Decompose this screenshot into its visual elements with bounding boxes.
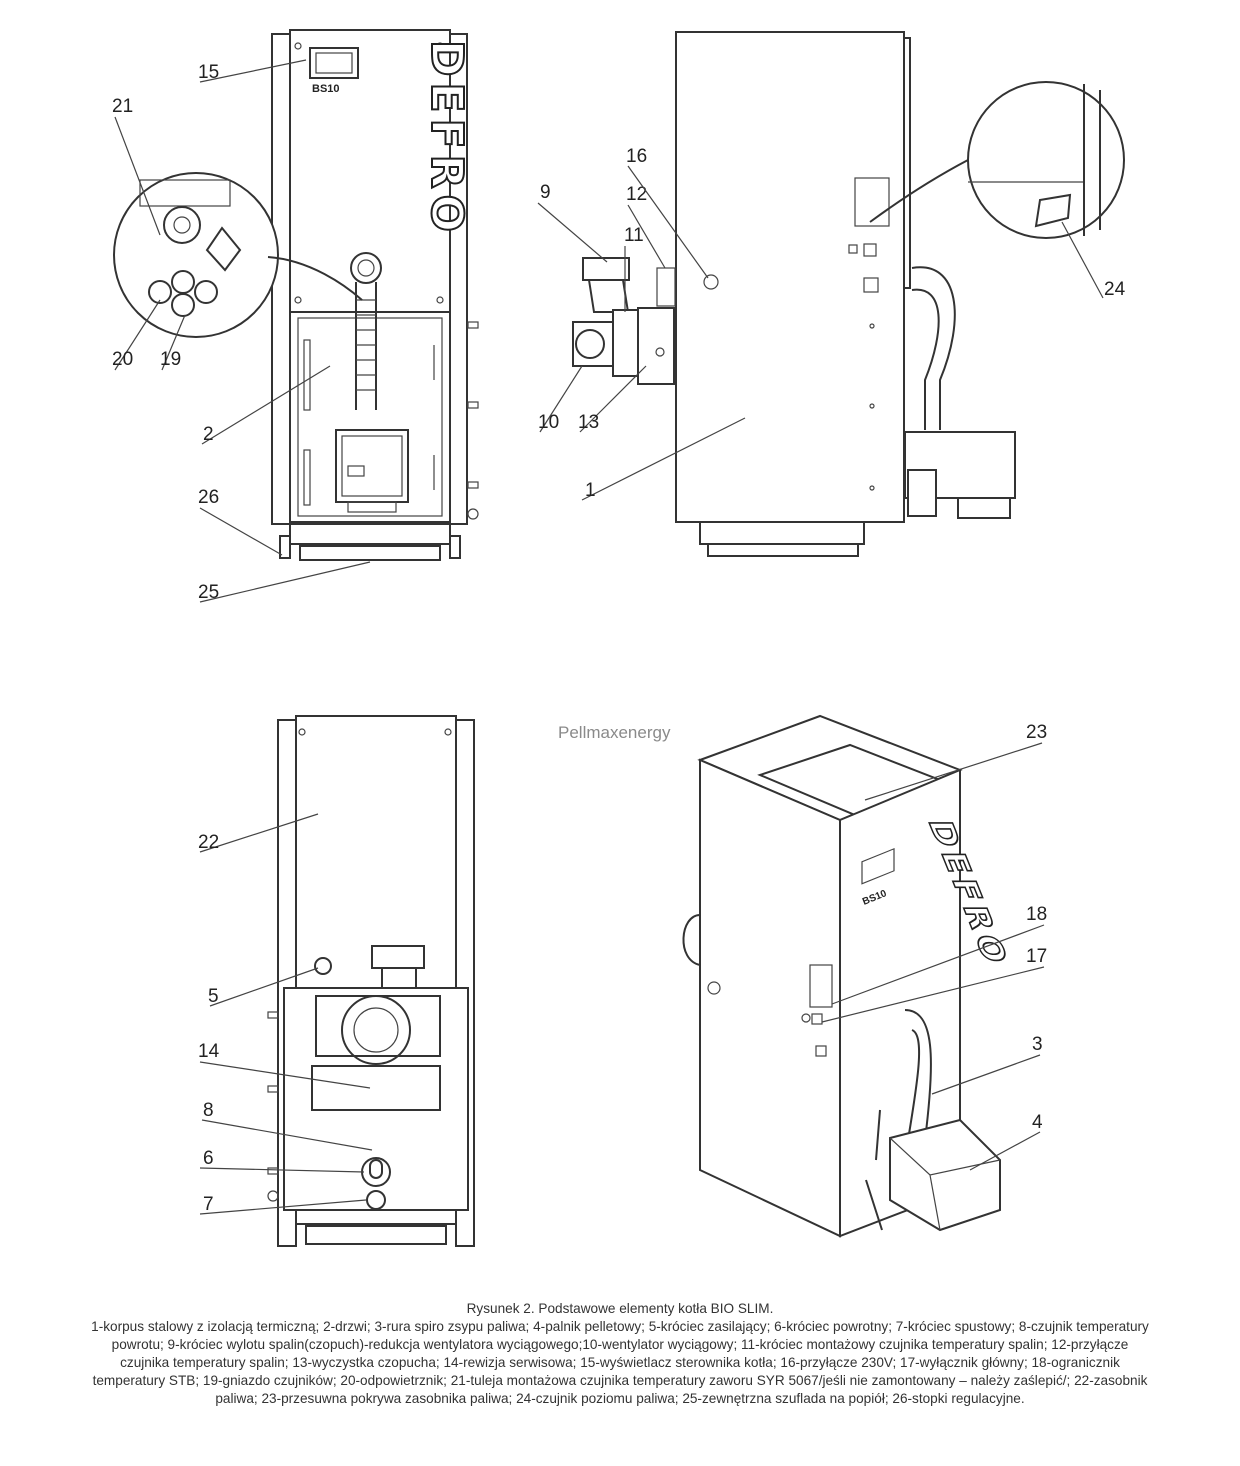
watermark: Pellmaxenergy: [558, 723, 671, 742]
callout-12: 12: [626, 184, 647, 205]
caption-legend: 1-korpus stalowy z izolacją termiczną; 2…: [91, 1319, 1149, 1406]
callout-4: 4: [1032, 1112, 1043, 1133]
callout-6: 6: [203, 1148, 214, 1169]
front-view: BS10 DEFRO: [271, 29, 479, 561]
rear-view: [267, 715, 475, 1247]
isometric-view: BS10 DEFRO: [682, 714, 1018, 1238]
callout-13: 13: [578, 412, 599, 433]
callout-22: 22: [198, 832, 219, 853]
callout-2: 2: [203, 424, 214, 445]
callout-7: 7: [203, 1194, 214, 1215]
caption-title: Rysunek 2. Podstawowe elementy kotła BIO…: [466, 1301, 774, 1316]
callout-17: 17: [1026, 946, 1047, 967]
callout-25: 25: [198, 582, 219, 603]
callout-11: 11: [624, 225, 644, 246]
callout-16: 16: [626, 146, 647, 167]
callout-10: 10: [538, 412, 559, 433]
figure-caption: Rysunek 2. Podstawowe elementy kotła BIO…: [90, 1300, 1150, 1408]
brand-logo: DEFRO: [421, 40, 472, 238]
callout-1: 1: [585, 480, 596, 501]
boiler-technical-drawing: BS10 DEFRO: [112, 29, 1126, 1247]
callout-24: 24: [1104, 279, 1126, 300]
callout-18: 18: [1026, 904, 1047, 925]
callout-19: 19: [160, 349, 181, 370]
callout-14: 14: [198, 1041, 220, 1062]
callout-23: 23: [1026, 722, 1047, 743]
sensor-detail-view: [113, 172, 363, 338]
controller-label: BS10: [312, 83, 340, 95]
callouts: 15 21 20 19 2 26 25 9 11 12 16 10 13 1 2…: [112, 59, 1126, 1215]
callout-5: 5: [208, 986, 219, 1007]
callout-8: 8: [203, 1100, 214, 1121]
callout-9: 9: [540, 182, 551, 203]
callout-3: 3: [1032, 1034, 1043, 1055]
side-view: [572, 31, 1125, 557]
callout-26: 26: [198, 487, 219, 508]
callout-15: 15: [198, 62, 219, 83]
callout-21: 21: [112, 96, 133, 117]
callout-20: 20: [112, 349, 133, 370]
